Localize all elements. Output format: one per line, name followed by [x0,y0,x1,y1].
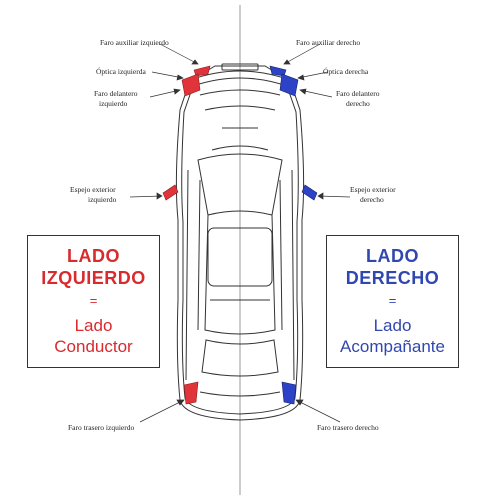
optica-izquierda-part [181,73,201,97]
label-faro-delantero-izquierdo-1: Faro delantero [94,89,138,98]
left-box-equals: = [89,293,98,308]
right-box-title-2: DERECHO [345,268,440,288]
right-box-title-1: LADO [366,246,419,266]
optica-derecha-part [279,73,299,97]
car-outline [175,63,305,421]
espejo-derecho-part [301,184,318,201]
right-side-box: LADO DERECHO = Lado Acompañante [326,235,459,368]
label-espejo-derecho-1: Espejo exterior [350,185,396,194]
label-faro-delantero-derecho-2: derecho [346,99,370,108]
left-box-title-2: IZQUIERDO [41,268,146,288]
left-box-title-1: LADO [67,246,120,266]
left-box-sub-1: Lado [74,316,113,335]
right-box-equals: = [388,293,397,308]
label-faro-delantero-derecho-1: Faro delantero [336,89,380,98]
label-optica-derecha: Óptica derecha [323,66,369,76]
faro-auxiliar-izquierdo-part [193,65,211,77]
label-espejo-izquierdo-1: Espejo exterior [70,185,116,194]
right-box-sub-1: Lado [373,316,412,335]
label-faro-auxiliar-derecho: Faro auxiliar derecho [296,38,360,47]
right-box-sub-2: Acompañante [340,337,445,356]
leader-lines [129,43,351,423]
label-faro-auxiliar-izquierdo: Faro auxiliar izquierdo [100,38,169,47]
faro-trasero-izquierdo-part [183,381,199,405]
label-espejo-derecho-2: derecho [360,195,384,204]
espejo-izquierdo-part [162,184,179,201]
label-faro-delantero-izquierdo-2: izquierdo [99,99,128,108]
label-faro-trasero-izquierdo: Faro trasero izquierdo [68,423,134,432]
left-box-sub-2: Conductor [54,337,133,356]
label-faro-trasero-derecho: Faro trasero derecho [317,423,379,432]
left-side-box: LADO IZQUIERDO = Lado Conductor [27,235,160,368]
label-espejo-izquierdo-2: izquierdo [88,195,117,204]
right-parts [269,65,318,405]
faro-trasero-derecho-part [281,381,297,405]
label-optica-izquierda: Óptica izquierda [96,66,146,76]
left-parts [162,65,211,405]
